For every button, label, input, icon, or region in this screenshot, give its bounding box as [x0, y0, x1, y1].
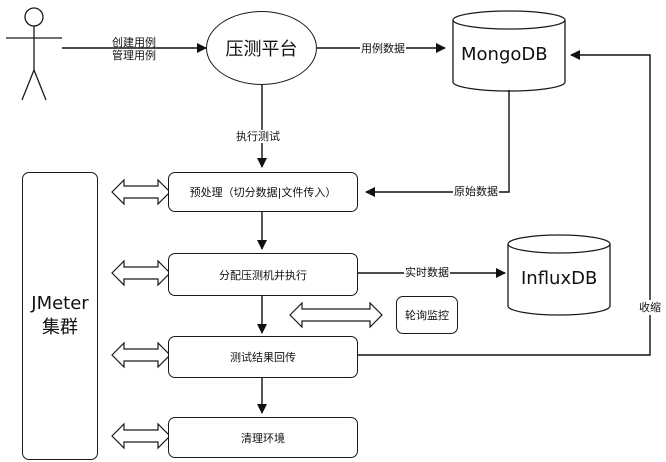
platform-node: 压测平台 — [206, 11, 317, 85]
step-allocate-label: 分配压测机并执行 — [219, 268, 307, 282]
step-cleanup: 清理环境 — [168, 417, 358, 458]
step-results: 测试结果回传 — [168, 336, 358, 378]
step-allocate: 分配压测机并执行 — [168, 253, 358, 296]
actor-icon — [6, 7, 62, 101]
shrink-label: 收缩 — [639, 300, 661, 315]
poll-double-arrow — [289, 301, 383, 329]
jmeter-cluster: JMeter 集群 — [22, 172, 98, 460]
jmeter-label-line1: JMeter — [31, 293, 89, 314]
mongodb-edge-in-label: 用例数据 — [360, 42, 406, 55]
influxdb-label: InfluxDB — [521, 268, 598, 289]
actor-edge-label: 创建用例 管理用例 — [112, 36, 156, 62]
platform-label: 压测平台 — [225, 39, 298, 60]
jmeter-link-results — [111, 341, 171, 369]
step-results-label: 测试结果回传 — [230, 351, 296, 364]
influxdb-edge-in-label: 实时数据 — [404, 266, 450, 279]
step-cleanup-label: 清理环境 — [241, 431, 285, 445]
jmeter-link-cleanup — [111, 422, 171, 450]
arrow-results-to-mongodb — [358, 50, 651, 356]
actor-edge-label-line2: 管理用例 — [112, 49, 156, 62]
mongodb-edge-out-label: 原始数据 — [453, 185, 499, 198]
step-preprocess-label: 预处理（切分数据|文件传入） — [189, 186, 337, 199]
jmeter-link-preprocess — [111, 178, 171, 206]
arrow-mongodb-to-preprocess — [365, 90, 510, 197]
poll-monitor-label: 轮询监控 — [405, 309, 449, 322]
jmeter-link-allocate — [111, 259, 171, 287]
execute-test-label: 执行测试 — [235, 130, 281, 143]
jmeter-label-line2: 集群 — [42, 317, 78, 338]
actor-edge-label-line1: 创建用例 — [112, 36, 156, 49]
mongodb-label: MongoDB — [461, 44, 548, 65]
poll-monitor-box: 轮询监控 — [396, 296, 458, 334]
influxdb-cylinder — [507, 234, 611, 316]
step-preprocess: 预处理（切分数据|文件传入） — [168, 172, 358, 212]
